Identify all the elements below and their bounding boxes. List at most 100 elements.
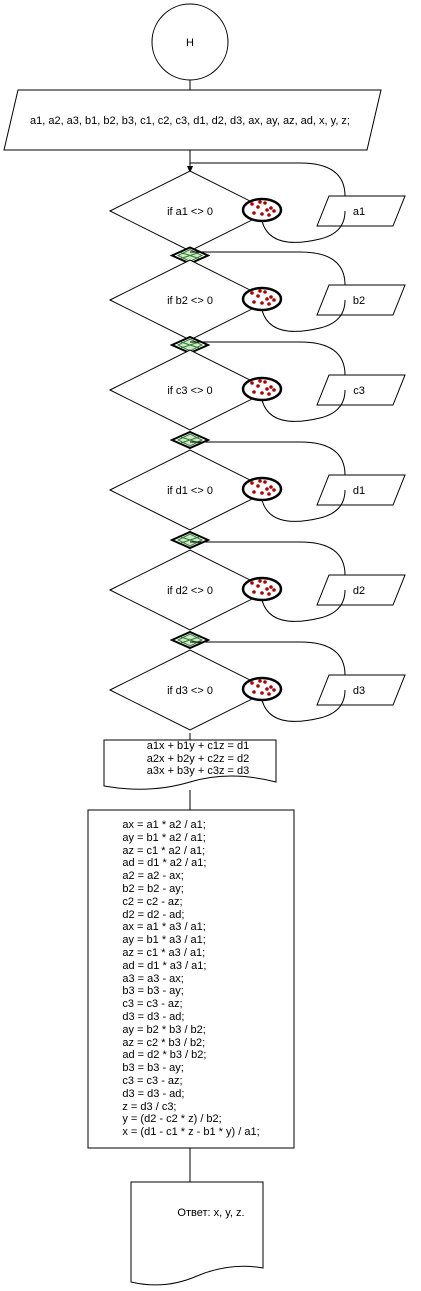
equation-line: a2x + b2y + c2z = d2 — [146, 752, 250, 765]
mark-dot — [256, 584, 260, 588]
mark-dot — [252, 690, 256, 694]
loop-line — [261, 489, 346, 522]
code-line: b3 = b3 - ay; — [122, 985, 184, 998]
mark-dot — [269, 206, 273, 210]
loop-line — [261, 299, 346, 332]
mark-dot — [260, 691, 264, 695]
mark-dot — [252, 211, 256, 215]
input-label: d1 — [353, 485, 365, 497]
decision-6: if d3 <> 0 d3 — [108, 641, 406, 731]
mark-dot — [263, 290, 267, 294]
mark-dot — [260, 212, 264, 216]
return-line — [190, 541, 346, 576]
input-c3: c3 — [316, 374, 406, 406]
return-line — [190, 441, 346, 476]
code-line: az = c2 * b3 / b2; — [122, 1036, 206, 1049]
code-line: az = c1 * a2 / a1; — [122, 844, 206, 857]
decision-label: if d1 <> 0 — [167, 485, 213, 497]
return-line — [190, 162, 346, 197]
loop-line — [261, 689, 346, 722]
code-line: ay = b1 * a3 / a1; — [122, 934, 206, 947]
mark-dot — [269, 685, 273, 689]
answer-document: Ответ: x, y, z. — [130, 1181, 264, 1286]
code-line: a2 = a2 - ax; — [122, 870, 184, 883]
input-label: a1 — [353, 206, 365, 218]
code-line: ad = d1 * a2 / a1; — [122, 857, 207, 870]
process-code-lines: ax = a1 * a2 / a1;ay = b1 * a2 / a1;az =… — [122, 819, 259, 1139]
mark-dot — [263, 201, 267, 205]
mark-dot — [272, 588, 276, 592]
mark-dot — [265, 687, 269, 691]
decision-label: if b2 <> 0 — [167, 295, 213, 307]
mark-dot — [260, 391, 264, 395]
start-terminator: Н — [151, 3, 229, 81]
mark-dot — [267, 692, 271, 696]
mark-dot — [269, 485, 273, 489]
junction-3 — [169, 430, 211, 450]
decision-label: if d3 <> 0 — [167, 685, 213, 697]
code-line: c3 = c3 - az; — [122, 998, 183, 1011]
mark-dot — [272, 488, 276, 492]
code-line: c3 = c3 - az; — [122, 1074, 183, 1087]
mark-dot — [267, 392, 271, 396]
mark-dot — [250, 681, 254, 685]
mark-dot — [269, 385, 273, 389]
process-code: ax = a1 * a2 / a1;ay = b1 * a2 / a1;az =… — [88, 810, 294, 1148]
mark-dot — [250, 481, 254, 485]
loop-line — [261, 589, 346, 622]
start-label: Н — [186, 37, 194, 49]
mark-dot — [267, 302, 271, 306]
equation-line: a3x + b3y + c3z = d3 — [146, 765, 250, 778]
code-line: x = (d1 - c1 * z - b1 * y) / a1; — [122, 1126, 260, 1139]
code-line: d2 = d2 - ad; — [122, 908, 185, 921]
system-document — [103, 739, 277, 790]
loop-line — [261, 210, 346, 243]
return-line — [190, 341, 346, 376]
mark-dot — [272, 209, 276, 213]
process-block — [87, 809, 295, 1149]
code-line: d3 = d3 - ad; — [122, 1087, 185, 1100]
decision-2: if b2 <> 0 b2 — [108, 251, 406, 355]
mark-dot — [256, 384, 260, 388]
mark-dot — [265, 487, 269, 491]
mark-dot — [258, 289, 262, 293]
input-label: b2 — [353, 295, 365, 307]
decision-label: if c3 <> 0 — [167, 385, 212, 397]
code-line: ay = b1 * a2 / a1; — [122, 831, 206, 844]
mark-dot — [250, 581, 254, 585]
mark-dot — [250, 291, 254, 295]
code-line: c2 = c2 - az; — [122, 895, 183, 908]
code-line: ay = b2 * b3 / b2; — [122, 1023, 206, 1036]
mark-dot — [260, 491, 264, 495]
code-line: ax = a1 * a2 / a1; — [122, 819, 206, 832]
mark-dot — [256, 205, 260, 209]
mark-dot — [250, 381, 254, 385]
mark-dot — [269, 295, 273, 299]
mark-dot — [260, 591, 264, 595]
input-d3: d3 — [316, 674, 406, 706]
system-equations: a1x + b1y + c1z = d1 a2x + b2y + c2z = d… — [104, 739, 292, 779]
input-d1: d1 — [316, 474, 406, 506]
input-a1: a1 — [316, 195, 406, 227]
mark-dot — [256, 484, 260, 488]
mark-dot — [267, 592, 271, 596]
mark-dot — [256, 684, 260, 688]
decision-3: if c3 <> 0 c3 — [108, 341, 406, 450]
mark-dot — [258, 379, 262, 383]
mark-dot — [272, 388, 276, 392]
mark-dot — [263, 580, 267, 584]
return-line — [190, 251, 346, 286]
input-b2: b2 — [316, 284, 406, 316]
decision-4: if d1 <> 0 d1 — [108, 441, 406, 550]
mark-dot — [272, 688, 276, 692]
input-d2: d2 — [316, 574, 406, 606]
input-label: c3 — [353, 385, 365, 397]
mark-dot — [252, 300, 256, 304]
mark-dot — [252, 590, 256, 594]
input-label: d2 — [353, 585, 365, 597]
mark-dot — [258, 579, 262, 583]
mark-dot — [265, 387, 269, 391]
